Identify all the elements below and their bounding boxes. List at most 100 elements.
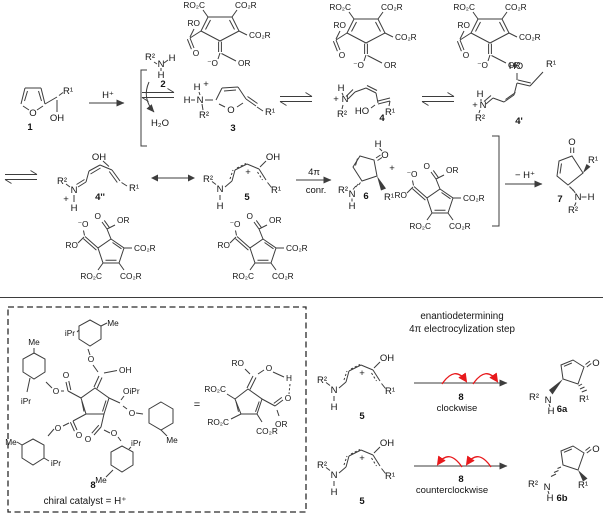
enantio-title-line1: enantiodetermining (420, 311, 503, 322)
label-n: N (342, 94, 349, 105)
label-conrotatory: conr. (306, 185, 327, 196)
label-ho: HO (355, 106, 369, 117)
label-r2: R² (528, 479, 538, 490)
label-h-plus: H⁺ (102, 90, 114, 101)
label-o: O (592, 444, 599, 455)
label-n: N (575, 192, 582, 203)
label-r2: R² (145, 52, 155, 63)
label-r2: R² (199, 110, 209, 121)
equilibrium-4-4p (421, 92, 455, 106)
label-o: O (63, 370, 70, 380)
catalyst-box-border (7, 306, 307, 513)
compound-number-6: 6 (363, 191, 368, 202)
resonance-arrow (151, 174, 195, 182)
compound-3: H + H N R² O R¹ 3 (184, 79, 275, 134)
label-h: H (375, 139, 382, 150)
label-me: Me (166, 435, 178, 445)
catalyst-h-bonded-form: RO O H O OR CO₂R RO₂C RO₂C (204, 358, 292, 436)
label-h: H (286, 373, 292, 383)
counterclockwise-label: counterclockwise (416, 485, 488, 496)
label-r2: R² (529, 392, 539, 403)
label-oh: OH (92, 152, 106, 163)
label-ro: RO (232, 358, 245, 368)
compound-5-middle (202, 151, 282, 213)
compound-number-6b: 6b (556, 493, 567, 504)
label-h: H (184, 95, 191, 106)
equilibrium-3-4 (279, 92, 313, 106)
label-water: H₂O (151, 118, 169, 129)
label-n: N (545, 395, 552, 406)
label-me: Me (5, 437, 17, 447)
label-r2: R² (337, 109, 347, 120)
curl-ccw-2 (467, 457, 491, 467)
label-me: Me (107, 318, 119, 328)
bracket-open (140, 69, 147, 147)
equals-sign: = (194, 399, 200, 411)
compound-4: H + N R² HO R¹ 4 (333, 83, 395, 124)
label-o: O (266, 363, 273, 373)
counterclockwise-reaction-arrow: 8 counterclockwise (414, 457, 508, 496)
catalyst-number-8: 8 (458, 392, 463, 403)
label-o: O (129, 408, 136, 418)
compound-number-4: 4 (379, 113, 385, 124)
compound-number-4-doubleprime: 4'' (95, 192, 105, 203)
label-o: O (76, 430, 83, 440)
label-four-pi: 4π (308, 167, 320, 178)
label-or: OR (275, 419, 287, 429)
label-o: O (111, 428, 118, 438)
bracket-close (492, 135, 500, 227)
label-r2: R² (475, 113, 485, 124)
compound-6a: O R² N H R¹ 6a (529, 358, 600, 417)
label-h: H (338, 83, 345, 94)
compound-number-4-prime: 4' (515, 116, 523, 127)
label-ipr: iPr (51, 458, 61, 468)
label-co2r: CO₂R (256, 426, 278, 436)
label-plus: + (389, 163, 395, 174)
label-o: O (88, 354, 95, 364)
label-r2: R² (57, 176, 67, 187)
compound-number-2: 2 (160, 79, 165, 90)
label-r1: R¹ (546, 59, 556, 70)
label-ro2c: RO₂C (207, 417, 229, 427)
label-o: O (29, 108, 36, 119)
label-o: O (85, 434, 92, 444)
label-r1: R¹ (588, 155, 598, 166)
counterion-below-5 (217, 210, 309, 282)
curl-ccw-1 (438, 457, 462, 467)
label-me: Me (28, 337, 40, 347)
label-me: Me (95, 475, 107, 485)
label-r1: R¹ (385, 107, 395, 118)
compound-8-chiral-catalyst: O OH Me iPr O O Me iPr O O Me iPr O O iP… (5, 318, 178, 491)
label-plus: + (203, 79, 209, 90)
label-r1: R¹ (265, 107, 275, 118)
equilibrium-wrap (4, 170, 38, 184)
label-n: N (480, 100, 487, 111)
compound-2-amine: R² N H H 2 (145, 52, 176, 90)
label-n: N (197, 95, 204, 106)
label-plus: + (63, 194, 69, 205)
compound-5-counterclockwise (316, 437, 396, 499)
label-n: N (349, 189, 356, 200)
compound-6: H O + R² N H R¹ 6 (338, 139, 395, 212)
label-h: H (349, 201, 356, 212)
label-r1: R¹ (384, 192, 394, 203)
compound-number-6a: 6a (557, 404, 568, 415)
label-r2: R² (568, 205, 578, 216)
label-n: N (158, 59, 165, 70)
label-o: O (53, 386, 60, 396)
label-r2: R² (338, 185, 348, 196)
label-o: O (55, 423, 62, 433)
counterion-below-4-doubleprime (65, 210, 157, 282)
label-n: N (544, 482, 551, 493)
label-minus-h-plus: − H⁺ (515, 170, 535, 181)
catalyst-caption: chiral catalyst = H⁺ (44, 496, 127, 507)
compound-1-furfuryl-alcohol: O R¹ OH 1 (20, 86, 73, 133)
h-plus-arrow: H⁺ (89, 90, 125, 107)
label-r1: R¹ (578, 480, 588, 491)
label-o: O (381, 150, 388, 161)
label-o: O (568, 137, 575, 148)
compound-number-5: 5 (244, 192, 250, 203)
counterion-above-3 (182, 0, 272, 69)
label-ipr: iPr (21, 396, 31, 406)
